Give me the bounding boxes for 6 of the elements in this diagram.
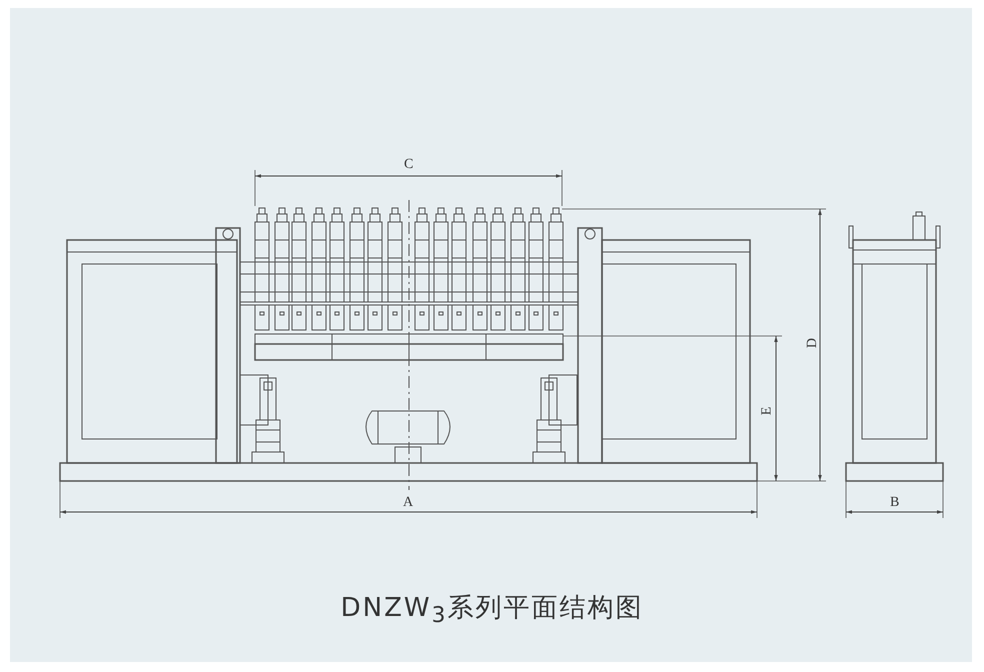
dimension-letter: A [403,496,414,510]
dimension-letter: D [806,338,820,348]
dimension-letter: E [760,406,774,416]
dimension-letter: C [404,158,414,172]
caption: DNZW$_{3}$系列平面结构图 [340,593,644,623]
dimension-letter: B [890,496,900,510]
